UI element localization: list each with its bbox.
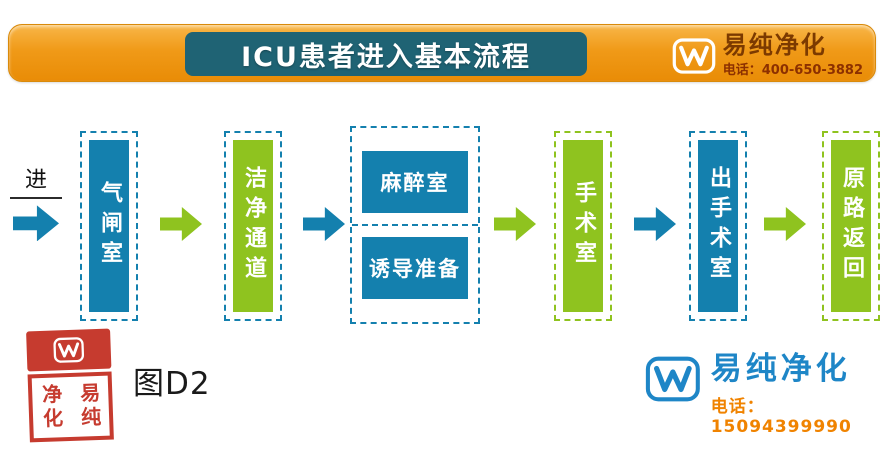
page-title: ICU患者进入基本流程: [185, 32, 587, 76]
seal-col-left: 净化: [38, 383, 65, 433]
step-induction-prep: 诱导准备: [362, 237, 468, 299]
step-label: 气闸室: [97, 181, 122, 271]
step-label: 出手术室: [706, 166, 731, 286]
step-clean-corridor: 洁净通道: [224, 131, 282, 321]
flow-arrow-icon: [764, 207, 806, 241]
header-brand-phone: 电话：400-650-3882: [722, 63, 863, 79]
footer-brand-text: 易纯净化 电话：15094399990: [711, 352, 886, 437]
footer-brand: 易纯净化 电话：15094399990: [645, 352, 886, 437]
step-anesthesia-room: 麻醉室: [362, 151, 468, 213]
footer-brand-name: 易纯净化: [710, 351, 851, 387]
seal-logo-icon: [53, 337, 85, 363]
seal-characters: 净化 易纯: [27, 371, 114, 443]
header-brand: 易纯净化 电话：400-650-3882: [672, 31, 863, 79]
step-exit-operating-room: 出手术室: [689, 131, 747, 321]
step-label: 原路返回: [839, 166, 864, 286]
footer-brand-phone: 电话：15094399990: [710, 397, 852, 438]
entry-arrow-icon: [13, 205, 59, 242]
entry-underline: [10, 197, 62, 200]
flow-arrow-icon: [634, 207, 676, 241]
flow-arrow-icon: [494, 207, 536, 241]
header-banner: ICU患者进入基本流程 易纯净化 电话：400-650-3882: [8, 24, 876, 82]
entry-group: 进: [8, 168, 64, 242]
footer-logo-icon: [645, 356, 700, 402]
entry-label: 进: [24, 168, 47, 193]
brand-logo-icon: [672, 37, 716, 74]
figure-label: 图D2: [133, 366, 211, 402]
red-seal: 净化 易纯: [26, 328, 114, 444]
step-label: 洁净通道: [241, 166, 266, 286]
flow-arrow-icon: [303, 207, 345, 241]
group-anesthesia: 麻醉室 诱导准备: [350, 126, 480, 324]
step-return-route: 原路返回: [822, 131, 880, 321]
step-label: 手术室: [571, 181, 596, 271]
seal-logo-block: [26, 328, 112, 372]
header-brand-name: 易纯净化: [722, 31, 827, 59]
group-divider: [352, 224, 478, 226]
flow-arrow-icon: [160, 207, 202, 241]
step-operating-room: 手术室: [554, 131, 612, 321]
step-label: 诱导准备: [369, 257, 461, 281]
step-label: 麻醉室: [380, 171, 450, 195]
header-brand-text: 易纯净化 电话：400-650-3882: [722, 31, 863, 79]
step-air-lock-room: 气闸室: [80, 131, 138, 321]
seal-col-right: 易纯: [76, 381, 103, 431]
